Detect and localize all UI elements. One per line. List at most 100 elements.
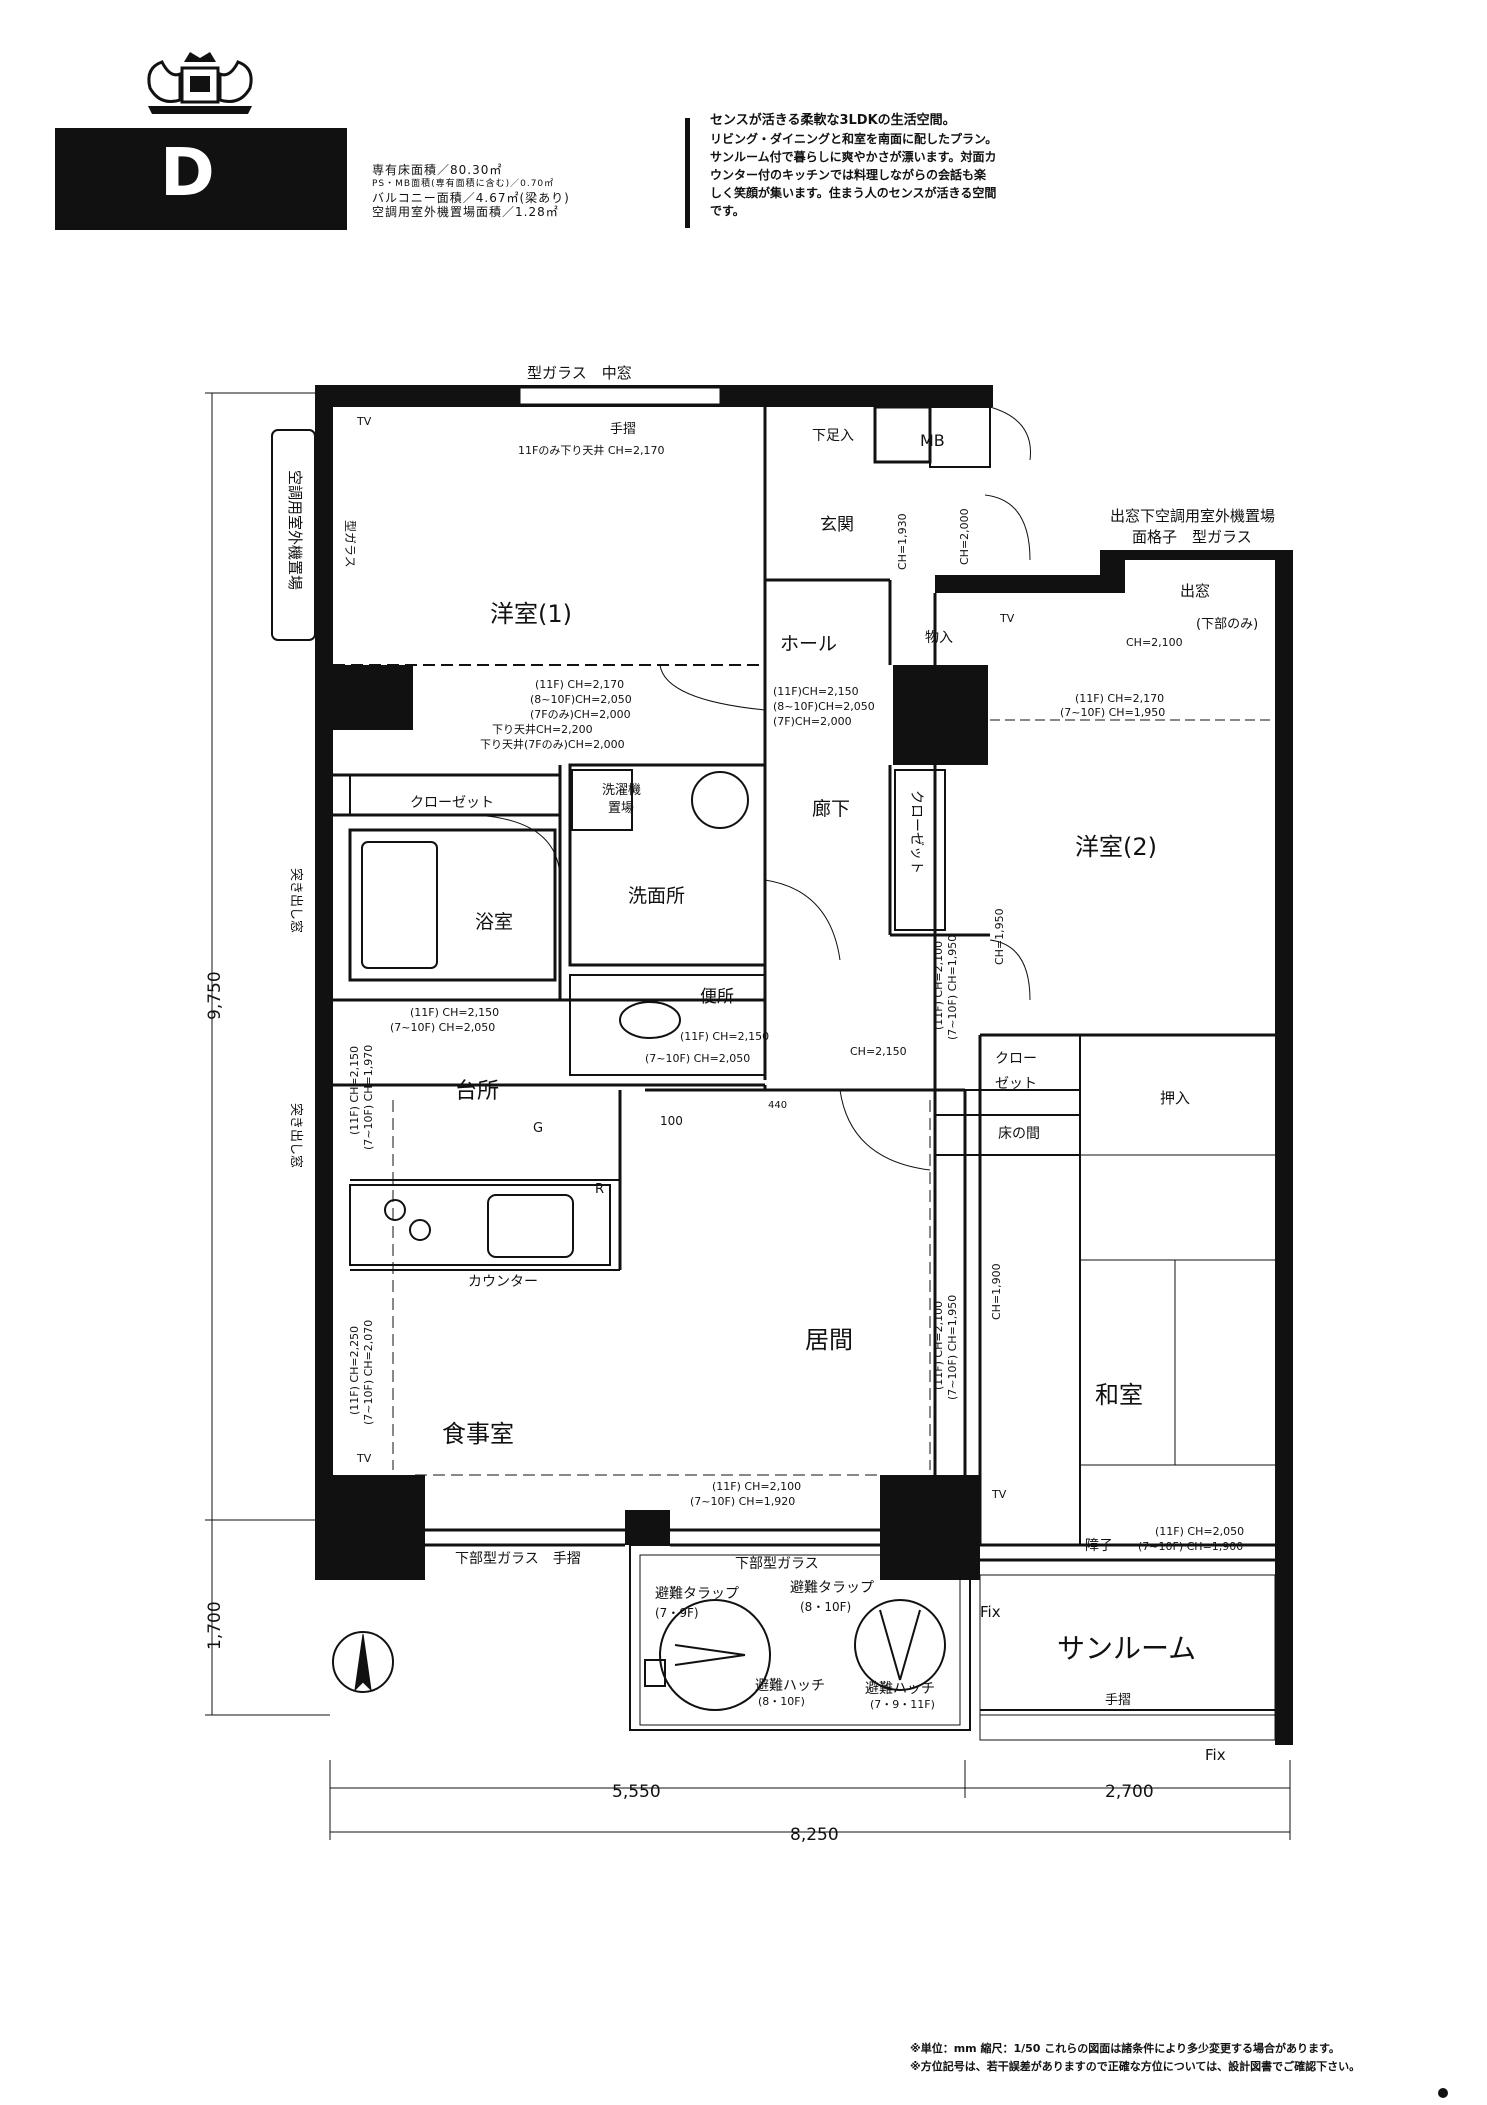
storage-label: 物入 <box>925 630 953 646</box>
ch-kitchen-side-2: (7~10F) CH=1,970 <box>362 1045 375 1150</box>
closet-short-label-2: ゼット <box>995 1076 1037 1092</box>
range-hood-icon: R <box>595 1182 604 1197</box>
gas-icon: G <box>533 1121 543 1136</box>
bottom-only-label: (下部のみ) <box>1196 617 1258 632</box>
ch-bath-2: (7~10F) CH=2,050 <box>390 1021 495 1034</box>
ch-kitchen-side-1: (11F) CH=2,150 <box>348 1046 361 1135</box>
ch-toilet-1: (11F) CH=2,150 <box>680 1030 769 1043</box>
spec-ac-area: 空調用室外機置場面積／1.28㎡ <box>372 205 559 219</box>
ch-living-south-1: (11F) CH=2,100 <box>712 1480 801 1493</box>
room-washroom: 洗面所 <box>628 885 685 907</box>
step-100-label: 100 <box>660 1114 683 1128</box>
counter-label: カウンター <box>468 1274 538 1290</box>
ch-w1-2: (8~10F)CH=2,050 <box>530 693 632 706</box>
shoe-storage-label: 下足入 <box>812 428 854 444</box>
ac-unit-left-label: 空調用室外機置場 <box>286 470 304 590</box>
tokonoma-label: 床の間 <box>998 1126 1040 1142</box>
room-living: 居間 <box>805 1326 853 1354</box>
closet-vertical-label: クローゼット <box>908 790 924 874</box>
spec-balcony-area: バルコニー面積／4.67㎡(梁あり) <box>372 191 570 205</box>
mb-label: MB <box>920 431 945 450</box>
protruding-window-label-2: 突き出し窓 <box>288 1103 304 1168</box>
ch-w2-1: (11F) CH=2,170 <box>1075 692 1164 705</box>
ch-living-side-2: (7~10F) CH=1,950 <box>946 1295 959 1400</box>
unit-type-banner <box>55 128 347 230</box>
ch-corridor-side-2: (7~10F) CH=1,950 <box>946 935 959 1040</box>
bay-window-label: 出窓 <box>1180 582 1210 600</box>
description-line: リビング・ダイニングと和室を南面に配したプラン。 <box>710 132 998 146</box>
top-handrail-label: 手摺 <box>610 422 636 437</box>
spec-floor-area: 専有床面積／80.30㎡ <box>372 163 503 177</box>
ch-w2-2: (7~10F) CH=1,950 <box>1060 706 1165 719</box>
shoji-label: 障子 <box>1085 1538 1113 1554</box>
escape-hatch-left-floors: (8・10F) <box>758 1695 805 1708</box>
room-bathroom: 浴室 <box>475 911 513 933</box>
room-japanese: 和室 <box>1095 1381 1143 1409</box>
washer-label-2: 置場 <box>608 801 634 816</box>
tv-icon: TV <box>991 1488 1007 1501</box>
page-mark <box>1438 2088 1448 2098</box>
room-kitchen: 台所 <box>455 1079 499 1104</box>
spec-ps-mb-area: PS・MB面積(専有面積に含む)／0.70㎡ <box>372 179 555 189</box>
dim-440-label: 440 <box>768 1100 787 1111</box>
ch-toilet-2: (7~10F) CH=2,050 <box>645 1052 750 1065</box>
room-hall: ホール <box>780 633 837 655</box>
escape-trap-right-floors: (8・10F) <box>800 1600 851 1614</box>
bottom-glass-mid-label: 下部型ガラス <box>735 1556 819 1572</box>
unit-type-letter: D <box>160 134 215 211</box>
room-corridor: 廊下 <box>812 798 850 820</box>
room-entrance: 玄関 <box>820 515 854 535</box>
plan-description: センスが活きる柔軟な3LDKの生活空間。 リビング・ダイニングと和室を南面に配し… <box>710 112 1040 220</box>
ch-bath-1: (11F) CH=2,150 <box>410 1006 499 1019</box>
oshiire-label: 押入 <box>1160 1089 1190 1107</box>
dimension-width-right: 2,700 <box>1105 1782 1154 1802</box>
closet-short-label-1: クロー <box>995 1051 1037 1067</box>
ch-japanese-south-1: (11F) CH=2,050 <box>1155 1525 1244 1538</box>
dimension-height-main: 9,750 <box>205 971 225 1020</box>
description-line: サンルーム付で暮らしに爽やかさが漂います。対面カ <box>710 150 997 164</box>
sunroom-handrail-label: 手摺 <box>1105 1693 1131 1708</box>
lowered-ceiling-label: 11Fのみ下り天井 CH=2,170 <box>518 443 664 457</box>
bay-ac-unit-label: 出窓下空調用室外機置場 <box>1110 507 1275 525</box>
ch-w1-1: (11F) CH=2,170 <box>535 678 624 691</box>
room-western-1: 洋室(1) <box>490 600 572 628</box>
ch-w1-4: 下り天井CH=2,200 <box>492 722 593 736</box>
plan-notes: ※単位：mm 縮尺：1/50 これらの図面は諸条件により多少変更する場合がありま… <box>910 2040 1360 2076</box>
ch-mb-side: CH=2,000 <box>958 508 971 565</box>
escape-trap-left-label: 避難タラップ <box>655 1586 739 1602</box>
ch-w1-3: (7Fのみ)CH=2,000 <box>530 708 631 721</box>
ch-living-south-2: (7~10F) CH=1,920 <box>690 1495 795 1508</box>
room-sunroom: サンルーム <box>1057 1632 1196 1665</box>
description-line: センスが活きる柔軟な3LDKの生活空間。 <box>710 113 956 128</box>
dimension-width-left: 5,550 <box>612 1782 661 1802</box>
fix-label-1: Fix <box>980 1603 1001 1621</box>
description-line: ウンター付のキッチンでは料理しながらの会話も楽 <box>710 168 987 182</box>
ch-hall-2: (8~10F)CH=2,050 <box>773 700 875 713</box>
lowered-ceiling-7f-label: 下り天井(7Fのみ)CH=2,000 <box>480 737 625 751</box>
description-line: しく笑顔が集います。住まう人のセンスが活きる空間 <box>710 186 997 200</box>
area-specs: 専有床面積／80.30㎡ PS・MB面積(専有面積に含む)／0.70㎡ バルコニ… <box>372 163 570 219</box>
ch-entrance: CH=1,930 <box>896 513 909 570</box>
ch-corridor-side-1: (11F) CH=2,100 <box>932 941 945 1030</box>
room-dining: 食事室 <box>442 1420 514 1448</box>
brand-logo <box>140 48 260 120</box>
protruding-window-label-1: 突き出し窓 <box>288 868 304 933</box>
ch-bay: CH=2,100 <box>1126 636 1183 649</box>
fix-label-2: Fix <box>1205 1746 1226 1764</box>
washer-label: 洗濯機 <box>602 783 641 798</box>
note-line: ※方位記号は、若干誤差がありますので正確な方位については、設計図書でご確認下さい… <box>910 2060 1361 2073</box>
dimension-width-total: 8,250 <box>790 1825 839 1845</box>
escape-hatch-left-label: 避難ハッチ <box>755 1678 825 1694</box>
tv-icon: TV <box>999 612 1015 625</box>
closet-label: クローゼット <box>410 795 494 811</box>
ch-dining-side-1: (11F) CH=2,250 <box>348 1326 361 1415</box>
tv-icon: TV <box>356 1452 372 1465</box>
escape-hatch-right-floors: (7・9・11F) <box>870 1698 935 1711</box>
top-window-label: 型ガラス 中窓 <box>527 364 632 382</box>
room-western-2: 洋室(2) <box>1075 833 1157 861</box>
ch-hall-3: (7F)CH=2,000 <box>773 715 852 728</box>
bottom-glass-left-label: 下部型ガラス 手摺 <box>455 1551 581 1567</box>
ch-living-side-1: (11F) CH=2,100 <box>932 1301 945 1390</box>
tv-icon: TV <box>356 415 372 428</box>
ch-corridor-low: CH=2,150 <box>850 1045 907 1058</box>
